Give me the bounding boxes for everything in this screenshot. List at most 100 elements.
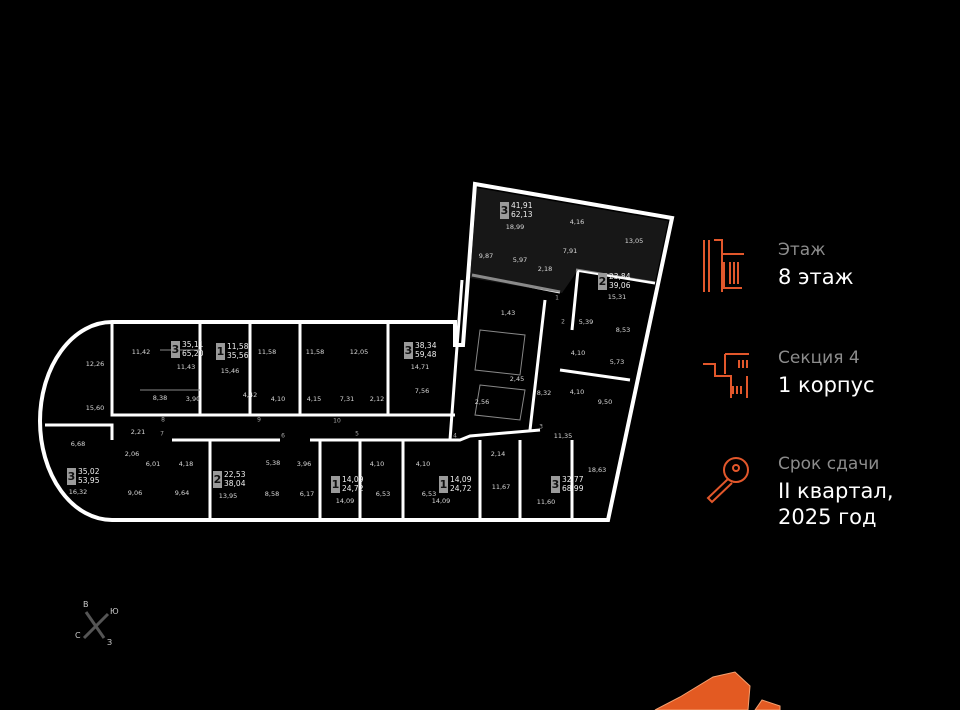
room-area-label: 6,53 bbox=[421, 490, 437, 498]
section-info: Секция 4 1 корпус bbox=[778, 348, 875, 398]
room-area-label: 4,10 bbox=[415, 460, 431, 468]
living-area: 22,53 bbox=[224, 470, 246, 479]
room-count-badge: 1 bbox=[439, 475, 448, 493]
door-number: 8 bbox=[161, 416, 165, 424]
room-area-label: 2,21 bbox=[130, 428, 146, 436]
door-number: 4 bbox=[453, 432, 457, 440]
door-number: 3 bbox=[539, 423, 543, 431]
room-area-label: 2,06 bbox=[124, 450, 140, 458]
total-area: 39,06 bbox=[609, 281, 631, 290]
door-number: 10 bbox=[333, 417, 341, 425]
door-number: 9 bbox=[257, 416, 261, 424]
room-area-label: 4,10 bbox=[570, 349, 586, 357]
room-area-label: 4,18 bbox=[178, 460, 194, 468]
key-icon bbox=[706, 457, 749, 504]
room-area-label: 13,95 bbox=[218, 492, 238, 500]
room-area-label: 2,14 bbox=[490, 450, 506, 458]
room-area-label: 2,12 bbox=[369, 395, 385, 403]
room-area-label: 8,58 bbox=[264, 490, 280, 498]
room-area-label: 15,46 bbox=[220, 367, 240, 375]
room-area-label: 5,97 bbox=[512, 256, 528, 264]
room-count-badge: 1 bbox=[216, 342, 225, 360]
compass-west: З bbox=[107, 638, 113, 647]
deadline-value-line1: II квартал, bbox=[778, 479, 894, 503]
room-area-label: 6,01 bbox=[145, 460, 161, 468]
room-area-label: 4,10 bbox=[270, 395, 286, 403]
room-area-label: 7,31 bbox=[339, 395, 355, 403]
room-area-label: 11,58 bbox=[305, 348, 325, 356]
compass-north: С bbox=[75, 631, 81, 640]
living-area: 38,34 bbox=[415, 341, 437, 350]
room-area-label: 2,18 bbox=[537, 265, 553, 273]
total-area: 53,95 bbox=[78, 476, 100, 485]
room-area-label: 9,06 bbox=[127, 489, 143, 497]
room-area-label: 14,09 bbox=[335, 497, 355, 505]
floor-info: Этаж 8 этаж bbox=[778, 240, 854, 290]
floor-label: Этаж bbox=[778, 240, 826, 260]
room-count-badge: 3 bbox=[404, 341, 413, 359]
room-area-label: 13,05 bbox=[624, 237, 644, 245]
room-area-label: 7,91 bbox=[562, 247, 578, 255]
room-count-badge: 3 bbox=[500, 201, 509, 219]
building-3d-thumbnail bbox=[654, 671, 781, 710]
room-area-label: 4,16 bbox=[569, 218, 585, 226]
room-area-label: 11,42 bbox=[131, 348, 151, 356]
total-area: 62,13 bbox=[511, 210, 533, 219]
room-area-label: 6,53 bbox=[375, 490, 391, 498]
compass: В Ю С З bbox=[72, 598, 132, 653]
living-area: 11,58 bbox=[227, 342, 249, 351]
living-area: 35,02 bbox=[78, 467, 100, 476]
building-outline bbox=[38, 181, 675, 522]
room-area-label: 9,64 bbox=[174, 489, 190, 497]
room-count-badge: 1 bbox=[331, 475, 340, 493]
living-area: 14,09 bbox=[450, 475, 472, 484]
room-area-label: 12,26 bbox=[85, 360, 105, 368]
compass-east: В bbox=[83, 600, 89, 609]
deadline-label: Срок сдачи bbox=[778, 454, 880, 474]
room-area-label: 8,38 bbox=[152, 394, 168, 402]
room-area-label: 4,42 bbox=[242, 391, 258, 399]
door-number: 7 bbox=[160, 430, 164, 438]
living-area: 41,91 bbox=[511, 201, 533, 210]
apartment-highlight bbox=[470, 188, 668, 293]
room-count-badge: 3 bbox=[171, 340, 180, 358]
living-area: 32,77 bbox=[562, 475, 584, 484]
compass-south: Ю bbox=[110, 607, 119, 616]
room-area-label: 3,90 bbox=[185, 395, 201, 403]
room-count-badge: 3 bbox=[67, 467, 76, 485]
room-count-badge: 3 bbox=[551, 475, 560, 493]
room-area-label: 14,09 bbox=[431, 497, 451, 505]
room-area-label: 5,38 bbox=[265, 459, 281, 467]
room-area-label: 11,58 bbox=[257, 348, 277, 356]
room-area-label: 4,10 bbox=[569, 388, 585, 396]
deadline-info: Срок сдачи II квартал, 2025 год bbox=[778, 454, 894, 530]
room-area-label: 11,43 bbox=[176, 363, 196, 371]
room-area-label: 2,45 bbox=[509, 375, 525, 383]
floor-icon bbox=[703, 239, 744, 292]
total-area: 59,48 bbox=[415, 350, 437, 359]
deadline-value-line2: 2025 год bbox=[778, 505, 877, 529]
room-area-label: 11,60 bbox=[536, 498, 556, 506]
total-area: 35,56 bbox=[227, 351, 249, 360]
room-count-badge: 2 bbox=[213, 470, 222, 488]
total-area: 38,04 bbox=[224, 479, 246, 488]
room-area-label: 16,32 bbox=[68, 488, 88, 496]
room-area-label: 2,56 bbox=[474, 398, 490, 406]
living-area: 23,84 bbox=[609, 272, 631, 281]
door-number: 2 bbox=[561, 318, 565, 326]
total-area: 68,99 bbox=[562, 484, 584, 493]
room-area-label: 9,50 bbox=[597, 398, 613, 406]
room-area-label: 4,10 bbox=[369, 460, 385, 468]
door-number: 1 bbox=[555, 294, 559, 302]
